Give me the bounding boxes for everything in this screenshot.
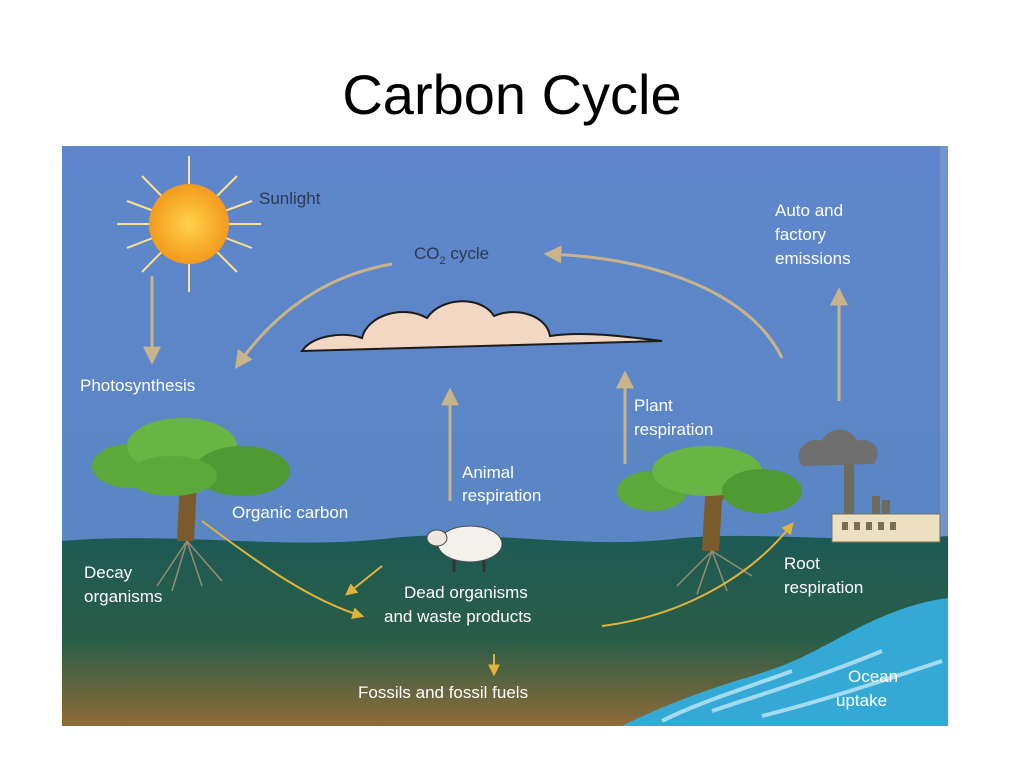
label-animal-line1: Animal <box>462 463 514 482</box>
carbon-cycle-diagram: Sunlight CO2 cycle Auto and factory emis… <box>62 146 948 726</box>
diagram-canvas: Sunlight CO2 cycle Auto and factory emis… <box>62 146 948 726</box>
label-ocean-line2: uptake <box>836 691 887 710</box>
label-plant-line1: Plant <box>634 396 673 415</box>
label-dead-line2: and waste products <box>384 607 531 626</box>
label-fossils: Fossils and fossil fuels <box>358 683 528 702</box>
factory-icon <box>798 429 941 543</box>
slide-title: Carbon Cycle <box>342 63 682 126</box>
co2-arc-left-arrow <box>234 262 393 369</box>
label-auto-line3: emissions <box>775 249 851 268</box>
tree-icon <box>92 418 290 592</box>
label-dead-line1: Dead organisms <box>404 583 528 602</box>
label-root-line2: respiration <box>784 578 863 597</box>
label-co2-cycle: CO2 cycle <box>414 244 489 267</box>
sun-icon <box>117 156 261 292</box>
label-decay-line1: Decay <box>84 563 133 582</box>
label-auto-line1: Auto and <box>775 201 843 220</box>
label-organic-carbon: Organic carbon <box>232 503 348 522</box>
tree-icon-right <box>617 446 802 595</box>
sheep-icon <box>426 525 503 572</box>
root-respiration-arrow <box>601 522 794 627</box>
waste-arrow <box>345 565 383 596</box>
label-auto-line2: factory <box>775 225 827 244</box>
ocean <box>622 598 948 726</box>
label-plant-line2: respiration <box>634 420 713 439</box>
label-photosynthesis: Photosynthesis <box>80 376 195 395</box>
right-border <box>940 146 948 726</box>
label-ocean-line1: Ocean <box>848 667 898 686</box>
label-sunlight: Sunlight <box>259 189 321 208</box>
label-root-line1: Root <box>784 554 820 573</box>
organic-carbon-arrow <box>201 520 365 619</box>
label-animal-line2: respiration <box>462 486 541 505</box>
ocean-waves <box>661 649 943 723</box>
co2-arc-right-arrow <box>543 245 784 359</box>
label-decay-line2: organisms <box>84 587 162 606</box>
cloud-icon <box>300 300 663 353</box>
